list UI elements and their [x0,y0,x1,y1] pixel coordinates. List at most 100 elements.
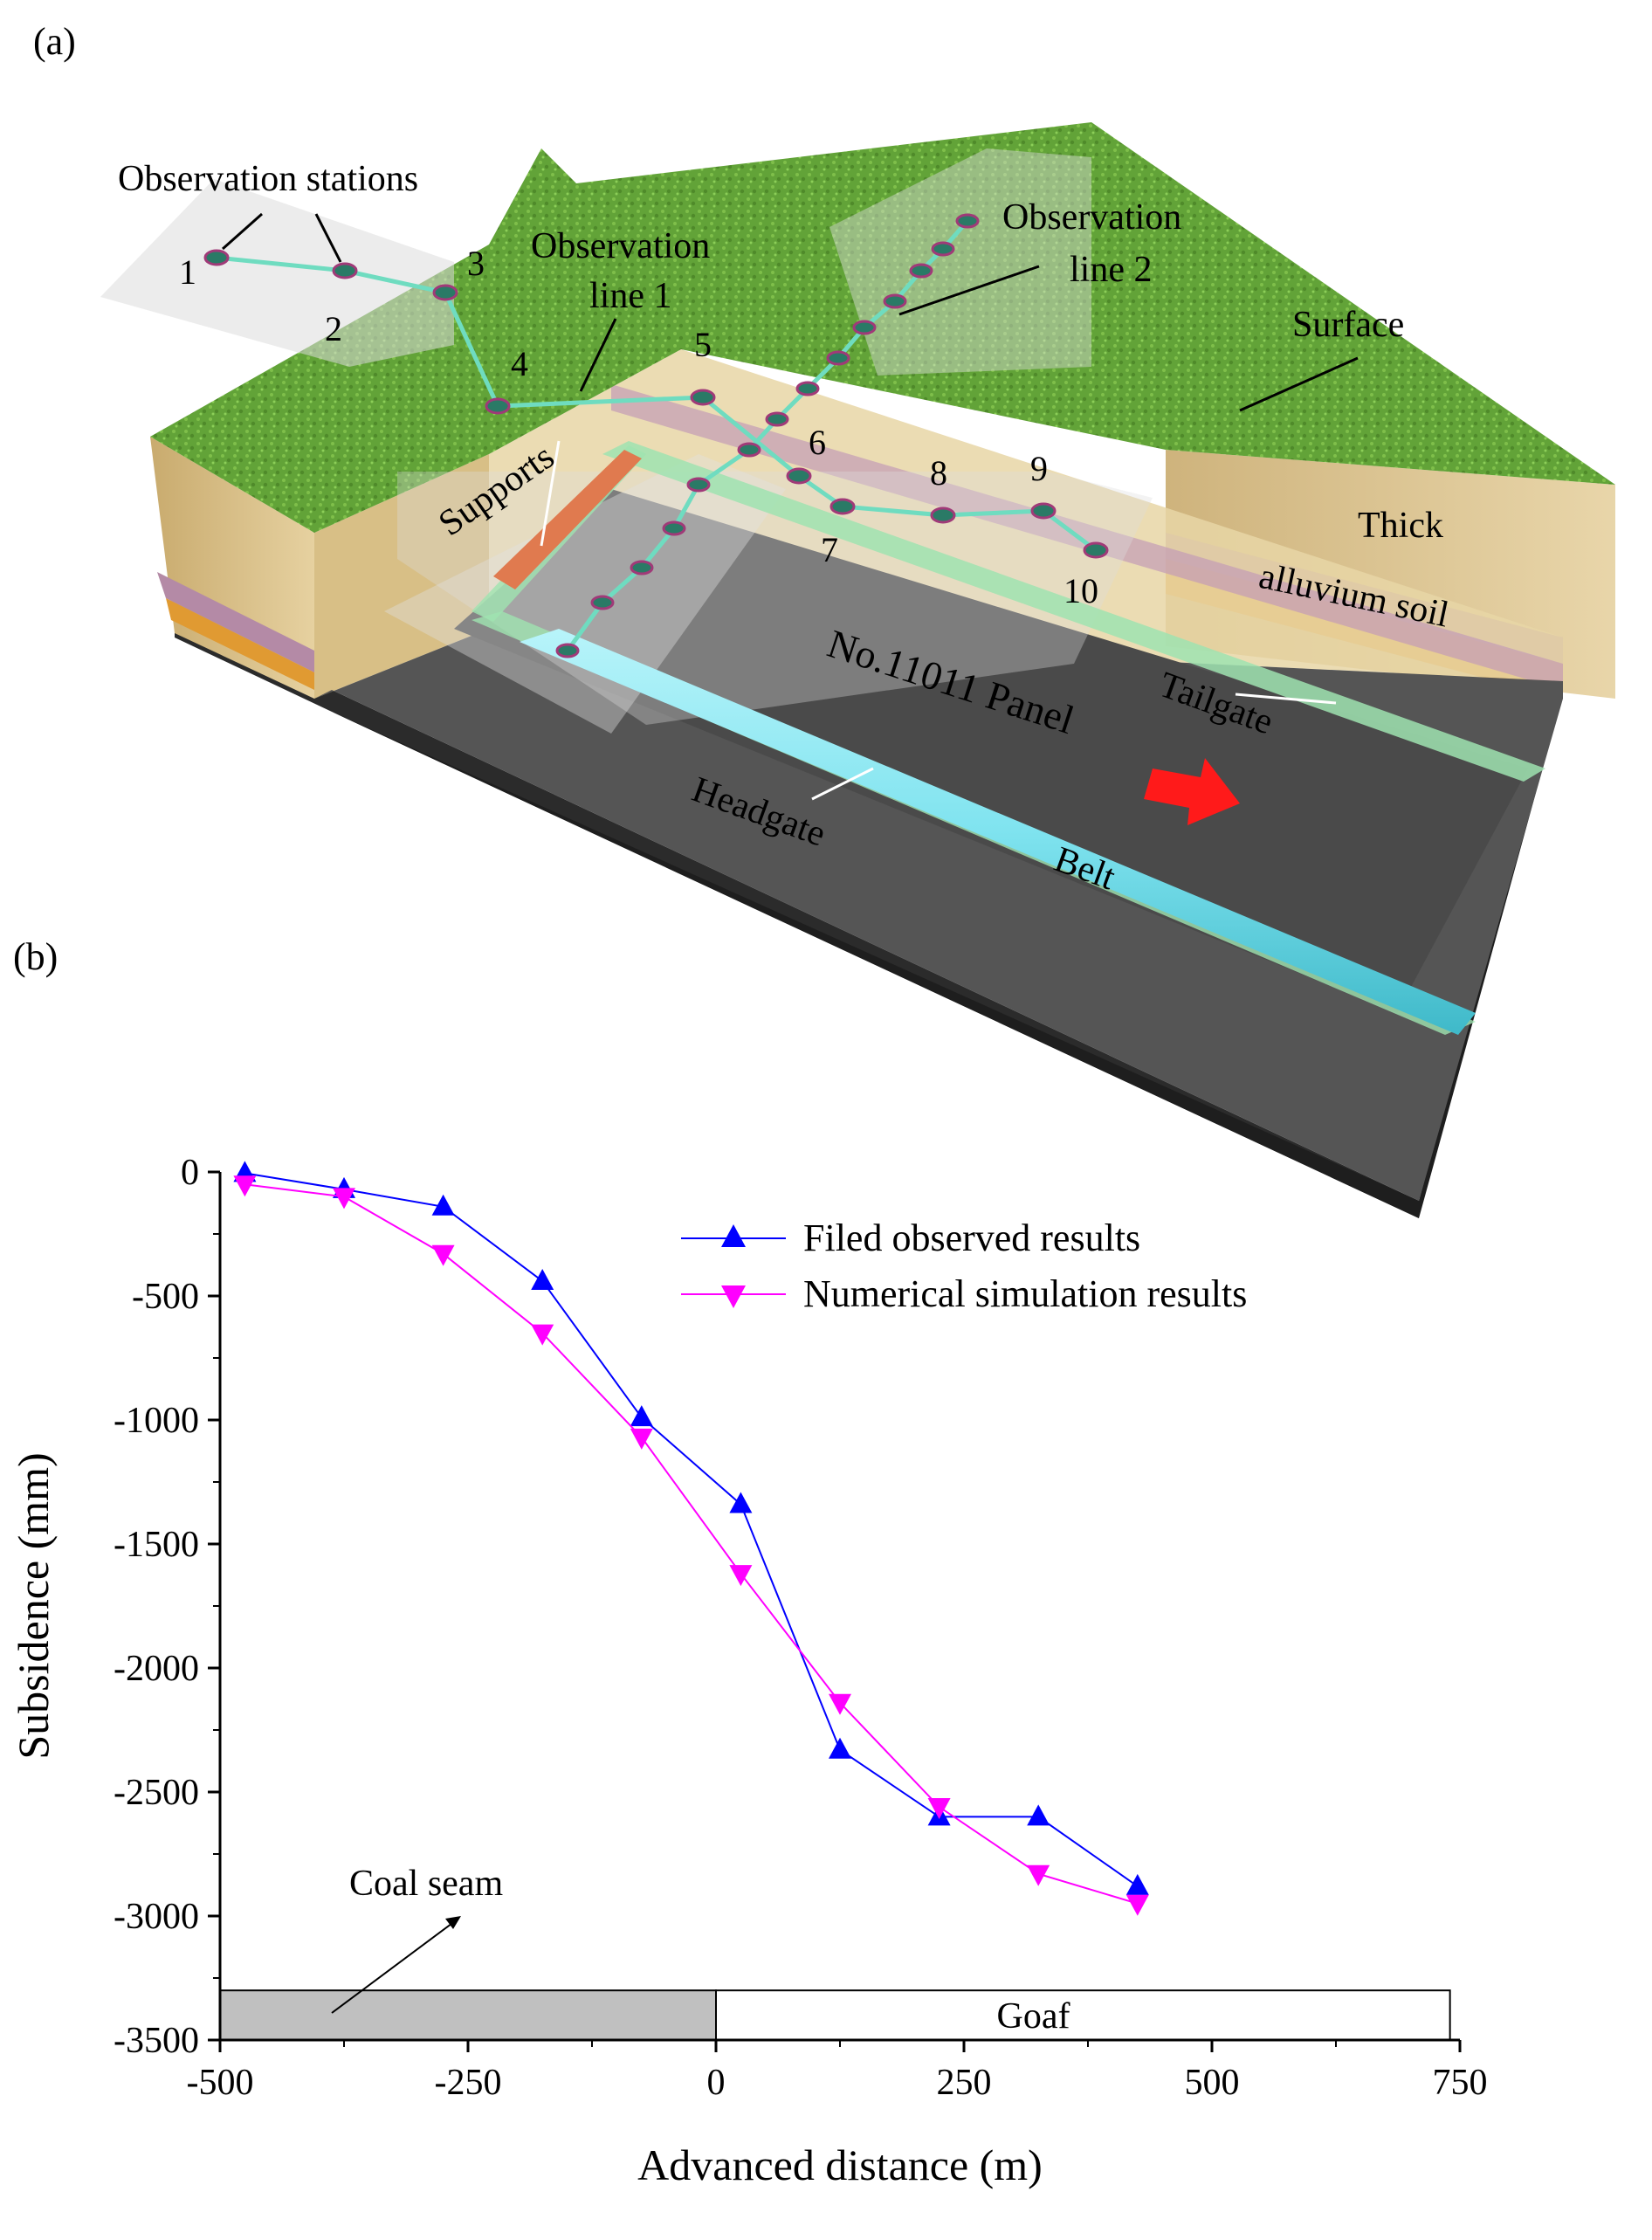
station-labels: 1 2 3 4 5 6 7 8 9 10 [179,244,1098,610]
goaf-bar [715,1989,1451,2041]
goaf-label: Goaf [997,1996,1070,2037]
x-tick-label: 0 [707,2063,726,2103]
coal-seam-bar [219,1989,717,2041]
series-0-marker [729,1492,753,1513]
series-layer [233,1161,1149,1916]
y-tick-label: -1000 [114,1401,199,1441]
y-tick-label: -1500 [114,1525,199,1565]
line2-station [686,477,711,493]
observation-line-1-label-b: line 1 [589,276,671,316]
y-tick-label: -2500 [114,1773,199,1813]
observation-line-2-label-a: Observation [1002,197,1181,238]
legend-label-observed: Filed observed results [803,1216,1140,1259]
series-1-marker [233,1175,257,1197]
line2-station [795,381,820,396]
advance-direction-arrow [1144,758,1240,825]
line2-station [909,263,933,279]
coal-seam-pointer-line [331,1918,459,2014]
series-1-marker [531,1324,554,1346]
station-5-label: 5 [694,325,712,364]
station-6-marker [786,467,812,485]
station-9-label: 9 [1030,449,1048,488]
station-7-label: 7 [821,530,838,569]
line2-station [662,520,686,536]
thick-label-a: Thick [1358,506,1443,546]
grass-surface [150,122,1615,533]
series-line-1 [244,1183,1139,1905]
obs-plane-3 [829,148,1091,376]
line2-station [852,320,877,335]
panel-b-chart: (b) Goaf Coal seam 0-500-1000-1500-2000-… [9,935,1488,2189]
station-3-label: 3 [467,244,485,283]
observation-line-2-label-b: line 2 [1070,250,1152,290]
y-tick-label: -3500 [114,2021,199,2061]
x-tick-label: 250 [937,2063,992,2103]
stations-line-1 [203,249,1109,559]
panel-b-label: (b) [13,935,58,978]
x-tick-label: 500 [1185,2063,1240,2103]
station-10-label: 10 [1063,571,1098,610]
line2-station [955,213,980,229]
line2-station [883,293,907,309]
station-4-marker [485,397,511,415]
obs-plane-1 [100,179,454,367]
left-side-soil-face [314,454,489,699]
series-0-marker [431,1194,455,1216]
series-1-marker [333,1188,355,1210]
white-leader-lines [540,440,1337,801]
observation-stations-label: Observation stations [118,159,418,199]
series-1-marker [1027,1864,1050,1886]
station-10-marker [1083,541,1109,559]
series-1-marker [829,1693,851,1715]
y-tick-label: -3000 [114,1897,199,1937]
station-2-marker [332,262,358,279]
line2-station [630,560,654,576]
stations-line-2 [555,213,980,658]
observation-line-1 [216,255,1098,552]
x-tick-label: -250 [435,2063,502,2103]
series-0-marker [1125,1873,1149,1895]
observation-line-1-label-a: Observation [531,226,710,266]
x-tick-label: 750 [1433,2063,1488,2103]
station-1-marker [203,249,230,266]
series-1-marker [729,1565,753,1587]
series-0-marker [531,1268,554,1290]
y-ticks: 0 -500 -1000 -1500 -2000 -2500 -3000 -3500 [114,1153,220,2061]
station-9-marker [1030,502,1057,520]
line2-station [737,442,761,458]
supports-row [493,450,642,589]
station-8-label: 8 [930,453,947,493]
cavity-purple-band [611,384,1563,690]
legend-marker-simulated [721,1285,746,1308]
panel-a-label: (a) [33,20,76,63]
y-tick-label: -500 [132,1277,199,1317]
chart-legend: Filed observed results Numerical simulat… [681,1216,1247,1315]
series-1-marker [630,1428,653,1450]
legend-marker-observed [721,1224,746,1247]
series-1-marker [1125,1894,1149,1916]
x-ticks: -500 -250 0 250 500 750 [187,2040,1488,2103]
y-tick-label: -2000 [114,1649,199,1689]
station-7-marker [829,498,856,515]
line2-station [826,350,850,366]
series-line-0 [244,1172,1139,1887]
legend-label-simulated: Numerical simulation results [803,1272,1247,1315]
station-4-label: 4 [511,344,528,383]
station-1-label: 1 [179,252,196,292]
line2-station [590,595,615,610]
leader-lines [222,212,1359,412]
panel-a-diagram: (a) [33,20,1615,1218]
series-1-marker [927,1798,951,1820]
station-5-marker [690,389,716,406]
surface-label: Surface [1292,305,1404,345]
left-purple-layer [157,572,314,672]
y-tick-label: 0 [181,1153,199,1193]
left-orange-layer [166,598,314,690]
belt-conveyor [520,629,1476,1035]
series-0-marker [829,1737,851,1759]
tailgate-roadway [602,441,1545,782]
x-tick-label: -500 [187,2063,254,2103]
series-1-marker [431,1244,455,1266]
line2-station [931,241,955,257]
line2-station [555,643,580,658]
